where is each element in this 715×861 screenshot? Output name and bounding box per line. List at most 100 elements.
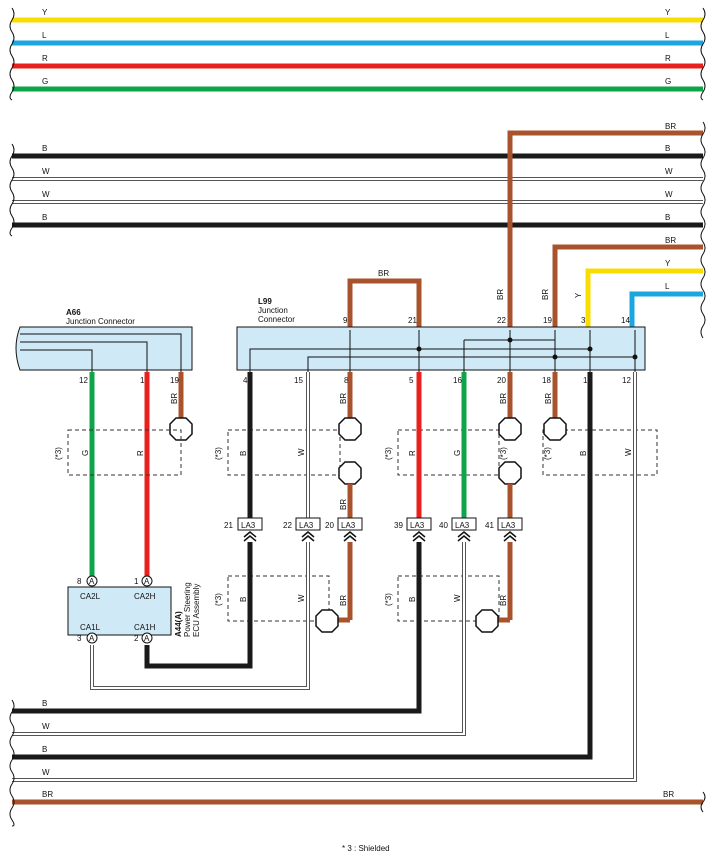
shield-wire-7b: W xyxy=(453,594,462,602)
ecu-name-2: ECU Assembly xyxy=(192,584,201,637)
la3-40-pin: 40 xyxy=(439,521,448,530)
feed-br-22-vlabel: BR xyxy=(496,289,505,300)
la3-22-pin: 22 xyxy=(283,521,292,530)
bus-l-label-right: L xyxy=(665,31,670,40)
a66-pin-19: 19 xyxy=(170,376,179,385)
l99-bot-pin-5: 5 xyxy=(409,376,414,385)
ecu-term-ca2l: CA2L xyxy=(80,592,101,601)
bus-w1-label-right: W xyxy=(665,167,673,176)
bottom-bus-br-label-right: BR xyxy=(663,790,674,799)
l99-connector: L99 Junction Connector 9 21 22 19 3 14 4… xyxy=(236,297,646,385)
shield-ground-bottom-b xyxy=(315,609,339,633)
mid-bus-group: B B W W W W B B xyxy=(12,144,703,228)
shield-boxes xyxy=(67,429,658,622)
shield-wire-3b: G xyxy=(453,450,462,456)
shield-box-1 xyxy=(67,429,182,476)
shield-ground-20 xyxy=(498,417,522,441)
l99-junction-5 xyxy=(632,354,638,360)
shield-ground-la3-41 xyxy=(498,461,522,485)
ecu-tag-1: A xyxy=(144,577,150,586)
la3-41-arrow xyxy=(503,531,517,542)
a66-name: Junction Connector xyxy=(66,317,135,326)
shield-tag-1: (*3) xyxy=(54,447,63,460)
l99-top-pin-3: 3 xyxy=(581,316,586,325)
l99-bot-pin-20: 20 xyxy=(497,376,506,385)
l99-junction-4 xyxy=(587,346,593,352)
ecu-tag-2: A xyxy=(144,634,150,643)
la3-22-arrow xyxy=(301,531,315,542)
la3-21-arrow xyxy=(243,531,257,542)
bus-b2-label-right: B xyxy=(665,213,670,222)
shield-tag-5: (*3) xyxy=(543,447,552,460)
shield-tag-4: (*3) xyxy=(499,447,508,460)
l99-int-1 xyxy=(249,348,419,372)
break-mark-top-right xyxy=(700,7,706,101)
a66-pin-1: 1 xyxy=(140,376,145,385)
shield-wire-3a: R xyxy=(408,450,417,456)
wire-la3-22-to-ca1l xyxy=(91,542,309,689)
wire-18-br-label: BR xyxy=(544,393,553,404)
bus-w2-label-right: W xyxy=(665,190,673,199)
ecu-term-ca1h: CA1H xyxy=(134,623,156,632)
shield-wire-1b: R xyxy=(136,450,145,456)
l99-bot-pin-8: 8 xyxy=(344,376,349,385)
ecu-term-ca1l: CA1L xyxy=(80,623,101,632)
right-feed-group: BR BR BR BR Y Y L xyxy=(496,122,703,330)
a66-body xyxy=(15,326,193,371)
feed-br-22 xyxy=(507,130,703,330)
l99-bot-pin-15: 15 xyxy=(294,376,303,385)
a66-id: A66 xyxy=(66,308,81,317)
ecu-a44: 8 A CA2L 1 A CA2H 3 A CA1L 2 A CA1H A44(… xyxy=(67,575,201,644)
la3-20-pin: 20 xyxy=(325,521,334,530)
la3-41-label: LA3 xyxy=(501,521,516,530)
bus-w2-label-left: W xyxy=(42,190,50,199)
bottom-bus-b1-label: B xyxy=(42,699,47,708)
la3-22: 22 LA3 xyxy=(283,517,321,542)
bus-w1-label-left: W xyxy=(42,167,50,176)
feed-l-14-label: L xyxy=(665,282,670,291)
la3-41: 41 LA3 xyxy=(485,517,523,542)
l99-name-1: Junction xyxy=(258,306,288,315)
ecu-pin-8: 8 xyxy=(77,577,82,586)
a66-connector: A66 Junction Connector 12 1 19 xyxy=(15,308,193,385)
l99-top-pin-9: 9 xyxy=(343,316,348,325)
ecu-tag-3: A xyxy=(89,634,95,643)
la3-20: 20 LA3 xyxy=(325,517,363,542)
bottom-bus-br-label-left: BR xyxy=(42,790,53,799)
la3-connectors: 21 LA3 22 LA3 20 LA3 39 LA3 40 LA3 xyxy=(224,517,523,542)
l99-bot-pin-4: 4 xyxy=(243,376,248,385)
l99-bot-pin-12: 12 xyxy=(622,376,631,385)
la3-41-pin: 41 xyxy=(485,521,494,530)
bus-b2-label-left: B xyxy=(42,213,47,222)
shield-wire-2b: W xyxy=(297,448,306,456)
ecu-tag-8: A xyxy=(89,577,95,586)
la3-39: 39 LA3 xyxy=(394,517,432,542)
la3-21-label: LA3 xyxy=(241,521,256,530)
a66-pin-12: 12 xyxy=(79,376,88,385)
shield-wire-5a: B xyxy=(579,451,588,456)
l99-bot-pin-1: 1 xyxy=(583,376,588,385)
bus-g-label-right: G xyxy=(665,77,671,86)
shield-ground-18 xyxy=(543,417,567,441)
shield-box-6 xyxy=(397,575,500,622)
la3-22-label: LA3 xyxy=(299,521,314,530)
feed-br-19-vlabel: BR xyxy=(541,289,550,300)
shield-box-2 xyxy=(227,429,341,476)
wire-la3-40-w xyxy=(12,542,465,735)
wire-1-b xyxy=(12,372,593,760)
bus-y: Y Y xyxy=(12,8,703,23)
ecu-pin-3: 3 xyxy=(77,634,82,643)
a66-internal-3 xyxy=(20,349,93,372)
shield-wire-6a: B xyxy=(239,597,248,602)
ecu-term-ca2h: CA2H xyxy=(134,592,156,601)
la3-20-label: LA3 xyxy=(341,521,356,530)
bus-b1-label-left: B xyxy=(42,144,47,153)
shield-tag-2: (*3) xyxy=(214,447,223,460)
la3-40-arrow xyxy=(457,531,471,542)
shield-wire-7a: B xyxy=(408,597,417,602)
la3-39-label: LA3 xyxy=(410,521,425,530)
a66-internal-1 xyxy=(20,333,182,372)
la3-39-pin: 39 xyxy=(394,521,403,530)
shield-ground-la3-20 xyxy=(338,461,362,485)
